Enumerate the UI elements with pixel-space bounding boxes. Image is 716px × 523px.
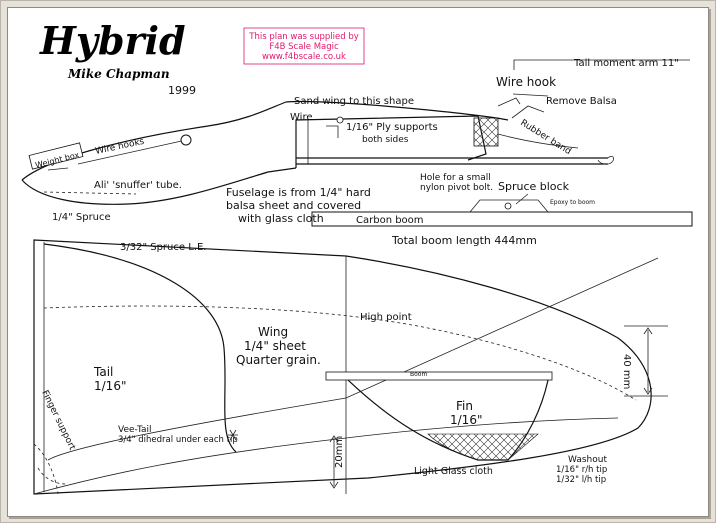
high-point-label: High point xyxy=(360,312,412,323)
tail-moment-arm: Tail moment arm 11" xyxy=(573,58,679,69)
le-spruce-label: 3/32" Spruce L.E. xyxy=(120,242,206,253)
washout-label: Washout xyxy=(568,455,607,465)
credit-line-2: F4B Scale Magic xyxy=(269,42,339,52)
tail-label: Tail xyxy=(93,365,113,379)
fin-thickness-label: 1/16" xyxy=(450,413,482,427)
wing-sheet-label: 1/4" sheet xyxy=(244,339,306,353)
washout-lh-label: 1/32" l/h tip xyxy=(556,475,606,485)
plan-year: 1999 xyxy=(168,84,196,97)
fuselage-note-1: Fuselage is from 1/4" hard xyxy=(226,186,371,199)
author-name: Mike Chapman xyxy=(67,67,170,81)
remove-balsa-label: Remove Balsa xyxy=(546,96,617,107)
carbon-boom-label: Carbon boom xyxy=(356,215,424,226)
credit-line-1: This plan was supplied by xyxy=(248,32,359,42)
ply-supports-sub: both sides xyxy=(362,135,409,145)
finger-support-label: Finger support xyxy=(39,389,77,452)
snuffer-tube-label: Ali' 'snuffer' tube. xyxy=(94,180,182,191)
wire-label: Wire xyxy=(290,112,313,123)
fuselage-note-2: balsa sheet and covered xyxy=(226,199,361,212)
wire-hook-label: Wire hook xyxy=(496,75,556,89)
credit-box: This plan was supplied by F4B Scale Magi… xyxy=(243,27,365,65)
dim-20-label: 20mm xyxy=(334,436,345,468)
light-glass-label: Light Glass cloth xyxy=(414,466,493,477)
fuselage-note-3: with glass cloth xyxy=(238,212,324,225)
pivot-hole-label: Hole for a small xyxy=(420,173,491,183)
credit-line-3: www.f4bscale.co.uk xyxy=(262,52,346,62)
plan-drawing: Hybrid Mike Chapman 1999 This plan was s… xyxy=(21,18,693,495)
vee-tail-label: Vee-Tail xyxy=(118,425,151,435)
spruce-block-label: Spruce block xyxy=(498,180,570,193)
ply-supports-label: 1/16" Ply supports xyxy=(346,122,438,133)
rubber-band-label: Rubber band xyxy=(518,118,572,157)
sand-wing-label: Sand wing to this shape xyxy=(294,96,414,107)
plan-sheet: Hybrid Mike Chapman 1999 This plan was s… xyxy=(7,7,709,517)
vee-dihedral-label: 3/4" dihedral under each tip xyxy=(118,435,238,445)
wire-hooks-label: Wire hooks xyxy=(95,137,146,157)
pivot-bolt-label: nylon pivot bolt. xyxy=(420,183,493,193)
wing-label: Wing xyxy=(258,325,288,339)
boom-label: Boom xyxy=(410,371,427,378)
tail-thickness-label: 1/16" xyxy=(94,379,126,393)
total-boom-label: Total boom length 444mm xyxy=(391,234,537,247)
boom-drawing xyxy=(311,193,693,227)
fuselage-drawing xyxy=(21,93,615,205)
plan-title: Hybrid xyxy=(39,18,186,63)
fin-label: Fin xyxy=(456,399,473,413)
spruce-quarter-label: 1/4" Spruce xyxy=(52,212,111,223)
dim-40-label: 40 mm xyxy=(621,354,632,389)
epoxy-label: Epoxy to boom xyxy=(550,199,595,206)
wing-planform xyxy=(33,239,668,495)
washout-rh-label: 1/16" r/h tip xyxy=(556,465,607,475)
tail-arm-leader xyxy=(513,59,690,70)
wing-grain-label: Quarter grain. xyxy=(236,353,321,367)
